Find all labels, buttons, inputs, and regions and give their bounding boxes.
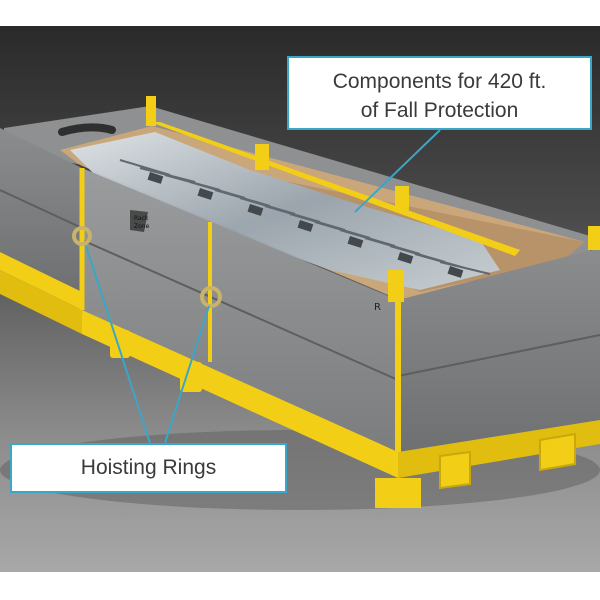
components-callout-line2: of Fall Protection bbox=[360, 99, 519, 122]
box-logo-line2: Zone bbox=[134, 223, 150, 230]
box-logo-line1: Rack bbox=[134, 215, 149, 222]
hoisting-rings-callout: Hoisting Rings bbox=[10, 443, 287, 493]
metal-components bbox=[58, 123, 500, 290]
yellow-base-frame bbox=[82, 310, 398, 478]
leader-hoisting-right bbox=[164, 305, 210, 444]
box-side-letter: R bbox=[374, 302, 381, 313]
hoisting-ring-left bbox=[72, 226, 92, 246]
box-logo-mark bbox=[130, 210, 148, 232]
hoisting-ring-right bbox=[200, 286, 222, 308]
hoisting-rings-label: Hoisting Rings bbox=[80, 456, 217, 479]
inner-rail bbox=[150, 122, 520, 256]
leader-hoisting-left bbox=[85, 245, 151, 444]
corner-post bbox=[146, 96, 156, 126]
components-callout-line1: Components for 420 ft. bbox=[332, 70, 547, 93]
panel-seam bbox=[81, 239, 399, 381]
box-right-end bbox=[398, 248, 600, 452]
leader-components bbox=[354, 129, 441, 213]
components-callout: Components for 420 ft. of Fall Protectio… bbox=[287, 56, 592, 130]
